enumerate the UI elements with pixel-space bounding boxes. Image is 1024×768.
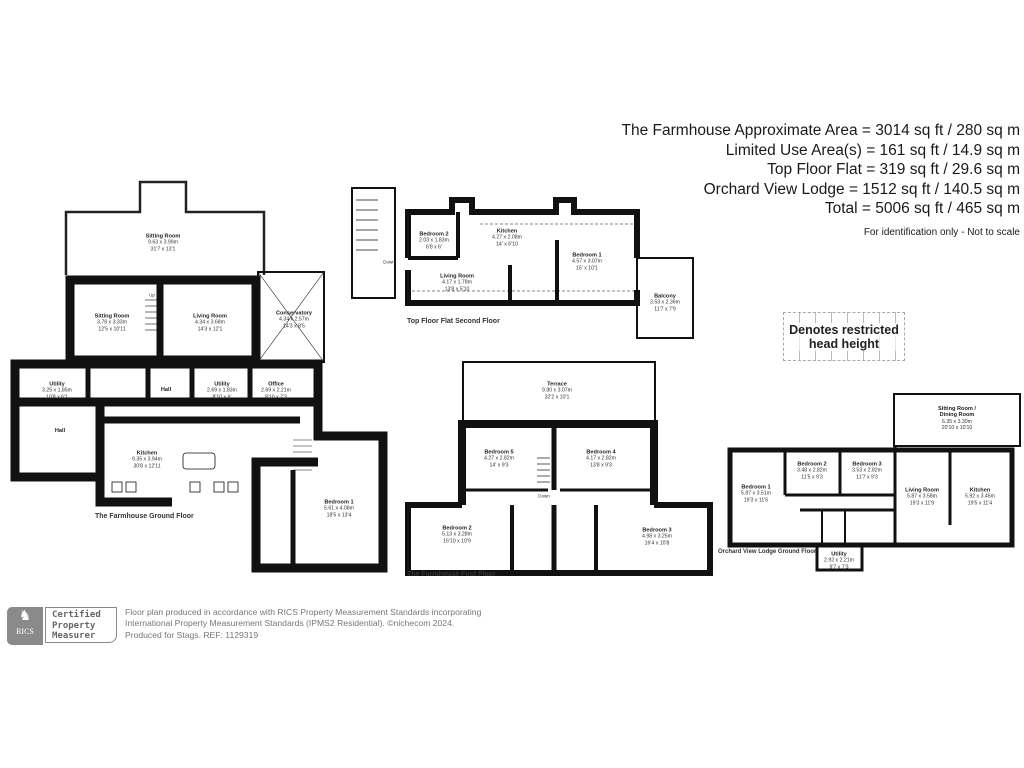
footer-disclaimer: Floor plan produced in accordance with R…	[125, 607, 481, 641]
farmhouse-first-floor-plan	[405, 361, 713, 576]
farmhouse-ground-floor-plan	[10, 180, 388, 573]
stairs-up-label: Up	[149, 292, 155, 298]
plan-title-first-floor: The Farmhouse First Floor	[407, 571, 496, 578]
area-total: Total = 5006 sq ft / 465 sq m	[824, 200, 1020, 217]
area-farmhouse: The Farmhouse Approximate Area = 3014 sq…	[621, 122, 1020, 139]
plan-title-top-floor-flat: Top Floor Flat Second Floor	[407, 318, 500, 325]
rics-text: RICS	[16, 627, 34, 636]
room-label: Hall	[160, 386, 172, 393]
orchard-view-lodge-plan	[727, 393, 1021, 572]
scale-note: For identification only - Not to scale	[863, 226, 1020, 238]
plan-title-ground-floor: The Farmhouse Ground Floor	[95, 513, 194, 520]
top-floor-flat-plan	[351, 187, 694, 339]
area-orchard-view: Orchard View Lodge = 1512 sq ft / 140.5 …	[703, 180, 1020, 198]
stairs-down-label: Down	[538, 493, 550, 499]
stairs-down-label: Down	[383, 259, 395, 265]
rics-lion-icon: ♞	[18, 609, 32, 624]
plan-title-orchard-view: Orchard View Lodge Ground Floor	[718, 549, 817, 555]
footer-line: Floor plan produced in accordance with R…	[125, 607, 482, 617]
rics-badge: ♞ RICS	[7, 607, 43, 645]
footer-line: International Property Measurement Stand…	[125, 618, 455, 629]
legend-line-1: Denotes restricted	[789, 322, 899, 337]
legend-line-2: head height	[808, 336, 880, 351]
area-limited-use: Limited Use Area(s) = 161 sq ft / 14.9 s…	[725, 141, 1020, 159]
room-label: Hall	[54, 427, 66, 434]
footer-line: Produced for Stags. REF: 1129319	[125, 629, 259, 640]
area-summary: The Farmhouse Approximate Area = 3014 sq…	[622, 121, 1020, 242]
area-top-floor-flat: Top Floor Flat = 319 sq ft / 29.6 sq m	[767, 161, 1020, 178]
